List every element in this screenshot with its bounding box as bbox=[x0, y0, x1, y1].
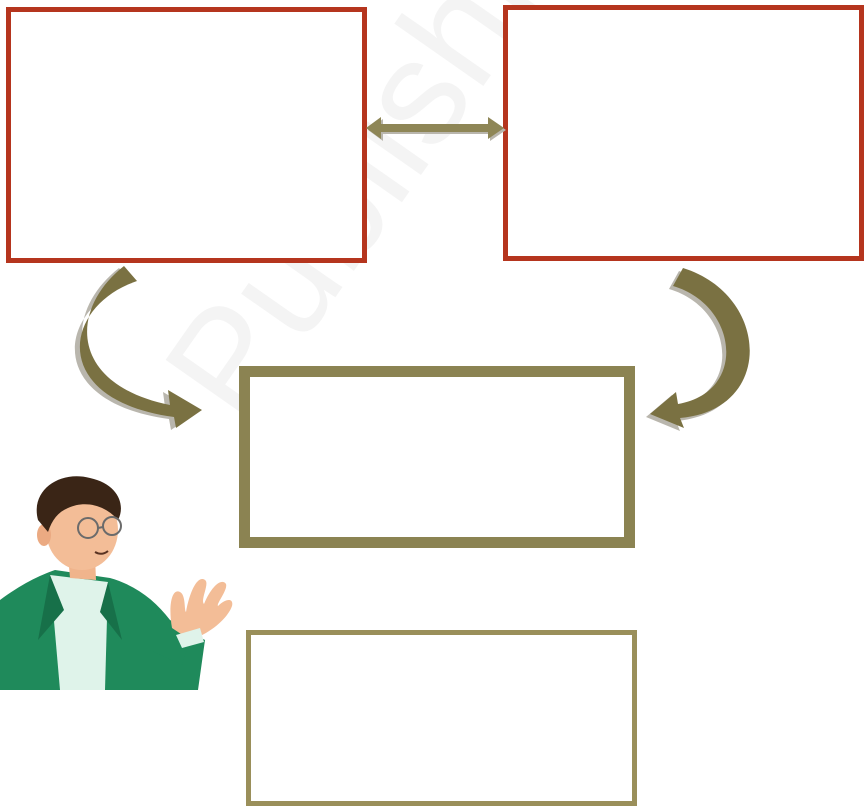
concept-box-top-right bbox=[503, 5, 864, 261]
double-headed-arrow-icon bbox=[366, 117, 506, 141]
curved-arrow-right-icon bbox=[646, 268, 750, 431]
concept-box-center bbox=[239, 366, 635, 548]
teacher-illustration bbox=[0, 476, 233, 690]
curved-arrow-left-icon bbox=[74, 266, 202, 430]
concept-box-bottom bbox=[246, 630, 637, 806]
concept-box-top-left bbox=[6, 7, 367, 263]
